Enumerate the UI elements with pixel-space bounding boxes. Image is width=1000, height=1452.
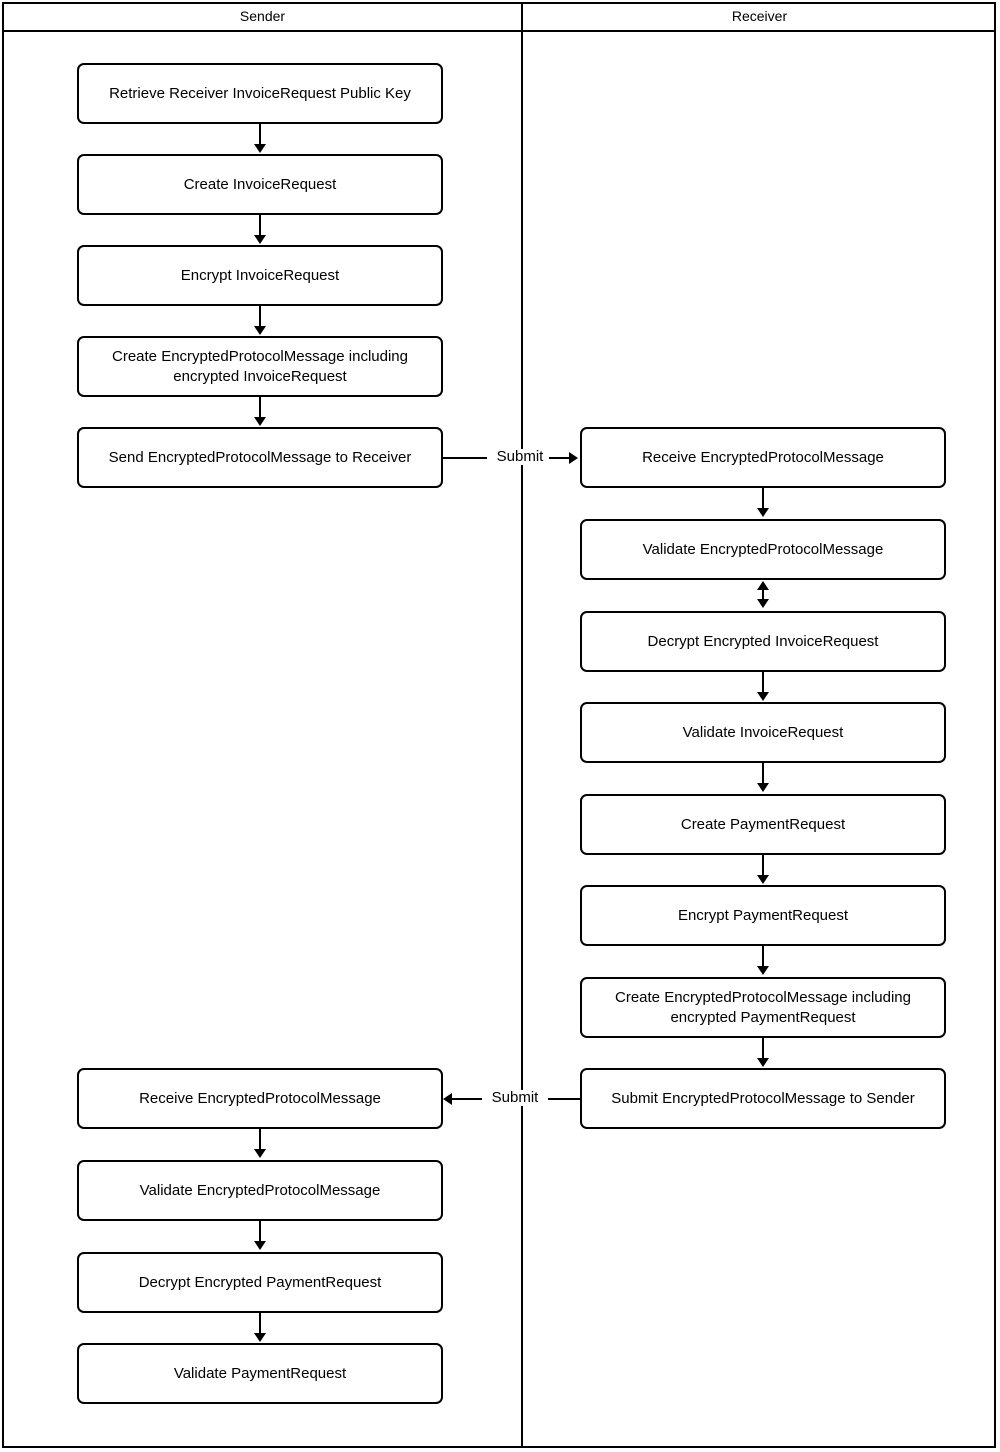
arrowhead-receiver-2-down <box>757 599 769 608</box>
arrowhead-receiver-4 <box>757 783 769 792</box>
arrowhead-receiver-7 <box>757 1058 769 1067</box>
connector-sender-6 <box>259 1221 261 1243</box>
connector-receiver-2 <box>762 585 764 599</box>
connector-sender-4 <box>259 397 261 419</box>
node-encrypt-invoicerequest[interactable]: Encrypt InvoiceRequest <box>77 245 443 306</box>
connector-submit-forward-right <box>549 457 571 459</box>
connector-sender-1 <box>259 124 261 146</box>
edge-label-submit-return: Submit <box>482 1090 548 1106</box>
arrowhead-receiver-6 <box>757 966 769 975</box>
node-receive-encryptedprotocolmessage-sender[interactable]: Receive EncryptedProtocolMessage <box>77 1068 443 1129</box>
connector-sender-3 <box>259 306 261 328</box>
node-validate-encryptedprotocolmessage-sender[interactable]: Validate EncryptedProtocolMessage <box>77 1160 443 1221</box>
arrowhead-sender-2 <box>254 235 266 244</box>
arrowhead-submit-forward <box>569 452 578 464</box>
arrowhead-sender-6 <box>254 1241 266 1250</box>
node-create-encryptedprotocolmessage-paymentrequest[interactable]: Create EncryptedProtocolMessage includin… <box>580 977 946 1038</box>
node-validate-paymentrequest[interactable]: Validate PaymentRequest <box>77 1343 443 1404</box>
connector-sender-7 <box>259 1313 261 1335</box>
arrowhead-sender-1 <box>254 144 266 153</box>
edge-label-submit-forward: Submit <box>487 449 553 465</box>
node-create-encryptedprotocolmessage-invoicerequest[interactable]: Create EncryptedProtocolMessage includin… <box>77 336 443 397</box>
connector-receiver-1 <box>762 488 764 510</box>
lane-title-receiver: Receiver <box>731 8 788 24</box>
arrowhead-sender-4 <box>254 417 266 426</box>
lane-title-sender: Sender <box>239 8 286 24</box>
node-retrieve-receiver-public-key[interactable]: Retrieve Receiver InvoiceRequest Public … <box>77 63 443 124</box>
connector-receiver-4 <box>762 763 764 785</box>
arrowhead-receiver-1 <box>757 508 769 517</box>
node-decrypt-encrypted-invoicerequest[interactable]: Decrypt Encrypted InvoiceRequest <box>580 611 946 672</box>
lane-vertical-divider <box>521 2 523 1448</box>
arrowhead-submit-return <box>443 1093 452 1105</box>
connector-receiver-6 <box>762 946 764 968</box>
lane-header-divider <box>2 30 996 32</box>
connector-sender-2 <box>259 215 261 237</box>
arrowhead-receiver-5 <box>757 875 769 884</box>
node-encrypt-paymentrequest[interactable]: Encrypt PaymentRequest <box>580 885 946 946</box>
connector-receiver-7 <box>762 1038 764 1060</box>
arrowhead-sender-7 <box>254 1333 266 1342</box>
node-receive-encryptedprotocolmessage-receiver[interactable]: Receive EncryptedProtocolMessage <box>580 427 946 488</box>
arrowhead-receiver-3 <box>757 692 769 701</box>
arrowhead-sender-5 <box>254 1149 266 1158</box>
node-send-encryptedprotocolmessage-to-receiver[interactable]: Send EncryptedProtocolMessage to Receive… <box>77 427 443 488</box>
connector-receiver-5 <box>762 855 764 877</box>
connector-submit-forward-left <box>443 457 487 459</box>
node-create-invoicerequest[interactable]: Create InvoiceRequest <box>77 154 443 215</box>
node-create-paymentrequest[interactable]: Create PaymentRequest <box>580 794 946 855</box>
node-decrypt-encrypted-paymentrequest[interactable]: Decrypt Encrypted PaymentRequest <box>77 1252 443 1313</box>
node-submit-encryptedprotocolmessage-to-sender[interactable]: Submit EncryptedProtocolMessage to Sende… <box>580 1068 946 1129</box>
connector-submit-return-left <box>452 1098 482 1100</box>
arrowhead-sender-3 <box>254 326 266 335</box>
node-validate-invoicerequest[interactable]: Validate InvoiceRequest <box>580 702 946 763</box>
connector-sender-5 <box>259 1129 261 1151</box>
node-validate-encryptedprotocolmessage-receiver[interactable]: Validate EncryptedProtocolMessage <box>580 519 946 580</box>
connector-receiver-3 <box>762 672 764 694</box>
